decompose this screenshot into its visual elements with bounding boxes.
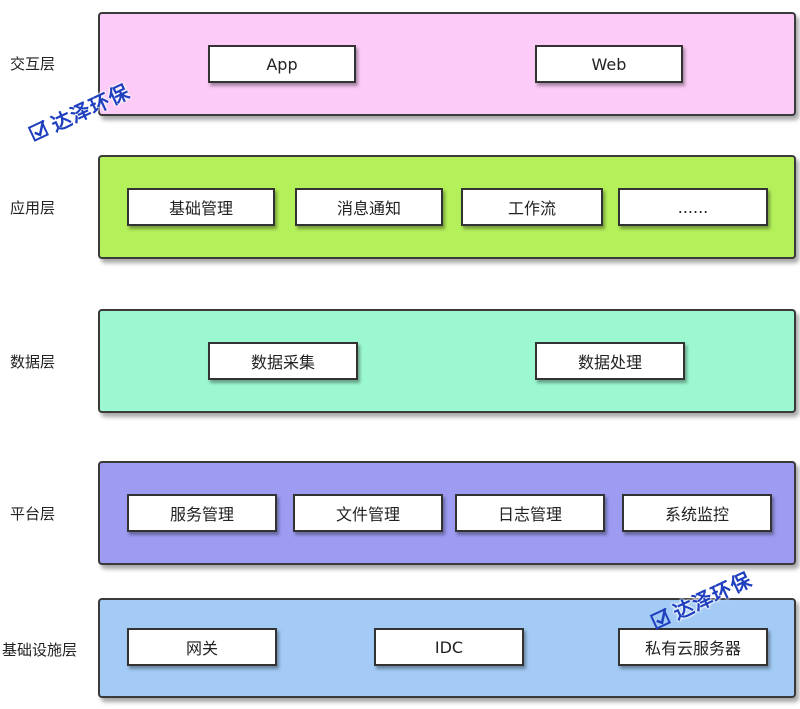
layer-platform: 服务管理 文件管理 日志管理 系统监控 — [98, 461, 796, 565]
box-web: Web — [535, 45, 683, 83]
box-data-processing: 数据处理 — [535, 342, 685, 380]
layer-label-infrastructure: 基础设施层 — [2, 641, 78, 659]
watermark-text: 达泽环保 — [47, 79, 134, 137]
box-more: ...... — [618, 188, 768, 226]
box-workflow: 工作流 — [461, 188, 603, 226]
watermark-bottom: 达泽环保 — [646, 564, 756, 636]
box-log-management: 日志管理 — [455, 494, 605, 532]
layer-label-platform: 平台层 — [10, 505, 56, 523]
box-private-cloud-server: 私有云服务器 — [618, 628, 768, 666]
layer-interaction: App Web — [98, 12, 796, 116]
layer-application: 基础管理 消息通知 工作流 ...... — [98, 155, 796, 259]
layer-label-data: 数据层 — [10, 353, 56, 371]
checkbox-icon — [26, 117, 53, 144]
box-service-management: 服务管理 — [127, 494, 277, 532]
box-message-notification: 消息通知 — [295, 188, 443, 226]
box-system-monitoring: 系统监控 — [622, 494, 772, 532]
box-file-management: 文件管理 — [293, 494, 443, 532]
box-idc: IDC — [374, 628, 524, 666]
layer-label-interaction: 交互层 — [10, 55, 56, 73]
layer-data: 数据采集 数据处理 — [98, 309, 796, 413]
box-data-collection: 数据采集 — [208, 342, 358, 380]
watermark-top: 达泽环保 — [24, 76, 134, 148]
layer-label-application: 应用层 — [10, 199, 56, 217]
box-app: App — [208, 45, 356, 83]
box-basic-management: 基础管理 — [127, 188, 275, 226]
layer-infrastructure: 网关 IDC 私有云服务器 — [98, 598, 796, 698]
box-gateway: 网关 — [127, 628, 277, 666]
checkbox-icon — [648, 605, 675, 632]
